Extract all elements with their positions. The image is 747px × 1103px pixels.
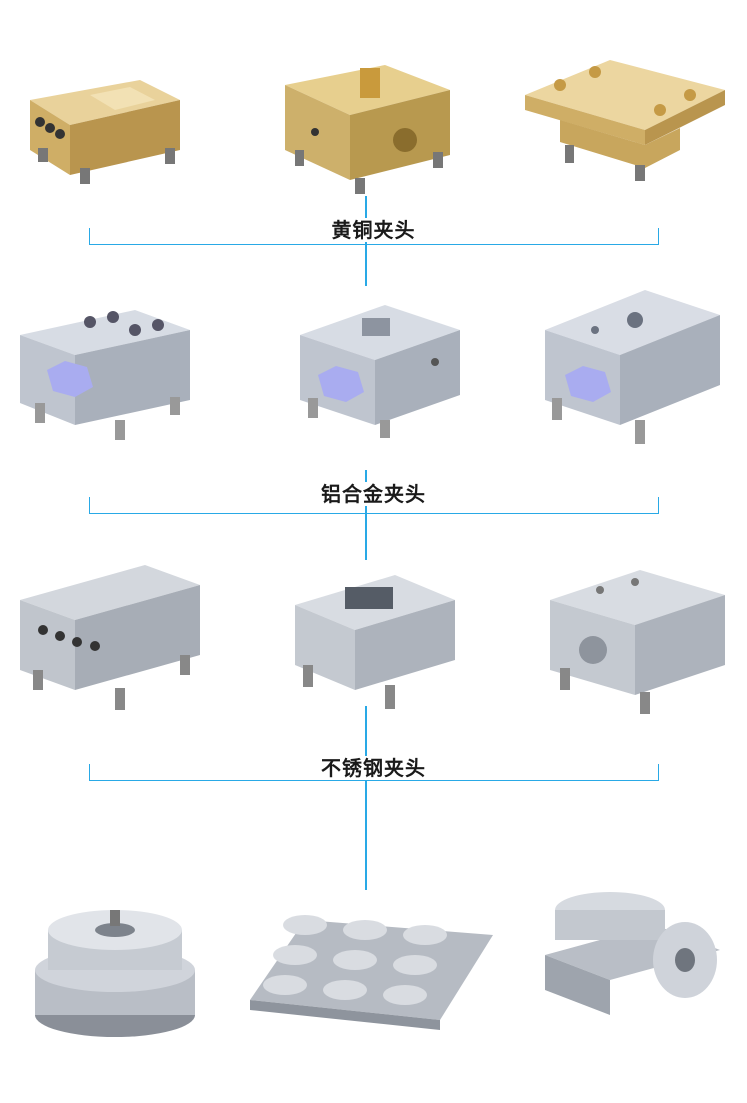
- chuck-array: [245, 885, 495, 1035]
- bracket-brass: [89, 228, 659, 245]
- stainless-clamp-u: [15, 560, 205, 720]
- stainless-clamp-cube: [285, 565, 465, 715]
- aluminum-clamp-u: [15, 285, 195, 455]
- aluminum-clamp-plate: [540, 280, 725, 455]
- brass-clamp-u: [20, 40, 200, 190]
- label-aluminum: 铝合金夹头: [0, 478, 747, 507]
- stainless-clamp-block: [545, 560, 730, 725]
- connector-line-3: [365, 706, 367, 890]
- chuck-angle: [535, 875, 725, 1025]
- aluminum-clamp-cube: [290, 290, 470, 440]
- bracket-aluminum: [89, 497, 659, 514]
- label-brass: 黄铜夹头: [0, 214, 747, 243]
- label-stainless: 不锈钢夹头: [0, 752, 747, 781]
- chuck-round: [20, 875, 210, 1045]
- brass-clamp-plate: [520, 50, 730, 190]
- connector-line-2: [365, 470, 367, 560]
- bracket-stainless: [89, 764, 659, 781]
- brass-clamp-cube: [275, 40, 465, 200]
